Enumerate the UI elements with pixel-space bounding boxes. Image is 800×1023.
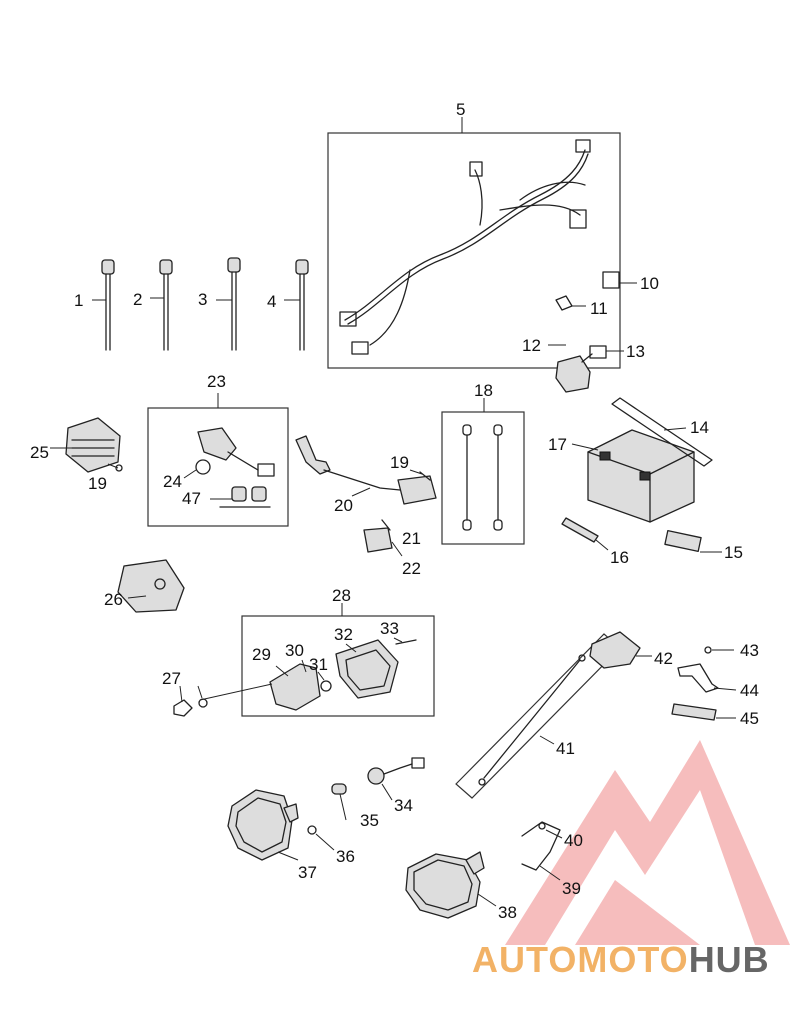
callout-42: 42 (654, 649, 673, 668)
nut-12 (173, 699, 193, 717)
callout-28: 28 (332, 586, 351, 605)
callout-15: 15 (724, 543, 743, 562)
callout-29: 29 (252, 645, 271, 664)
flasher-42 (589, 631, 641, 669)
bulb-31 (320, 680, 332, 692)
callout-39: 39 (562, 879, 581, 898)
callout-40: 40 (564, 831, 583, 850)
cable-41 (483, 659, 581, 779)
callout-24: 24 (163, 472, 182, 491)
screw-33 (395, 639, 417, 645)
sensor-2 (159, 259, 173, 351)
sensor-4 (295, 259, 309, 351)
callout-14: 14 (690, 418, 709, 437)
callout-25: 25 (30, 443, 49, 462)
relay-10 (602, 271, 620, 289)
callout-34: 34 (394, 796, 413, 815)
ignition-coil-20 (295, 435, 437, 505)
callout-17: 17 (548, 435, 567, 454)
watermark-logo-icon (505, 740, 790, 945)
callout-2: 2 (133, 290, 142, 309)
clip-11 (555, 295, 573, 311)
reflector-29 (269, 663, 321, 711)
callout-1: 1 (74, 291, 83, 310)
callout-36: 36 (336, 847, 355, 866)
bolt-43 (704, 646, 712, 654)
bolt-40 (538, 822, 546, 830)
callout-26: 26 (104, 590, 123, 609)
callout-47: 47 (182, 489, 201, 508)
bulb-35 (331, 783, 347, 795)
bracket-44 (677, 663, 719, 693)
headlight-37 (227, 789, 299, 861)
callout-20: 20 (334, 496, 353, 515)
regulator-25 (65, 417, 121, 473)
bracket-39 (521, 821, 561, 871)
pad-45 (671, 703, 717, 721)
callout-37: 37 (298, 863, 317, 882)
callout-32: 32 (334, 625, 353, 644)
callout-41: 41 (556, 739, 575, 758)
watermark-auto: AUTO (472, 939, 577, 980)
callout-13: 13 (626, 342, 645, 361)
callout-21: 21 (402, 529, 421, 548)
key-set-47 (219, 486, 271, 508)
headlight-38 (405, 851, 485, 919)
group-box-28 (241, 615, 435, 717)
bolt-19b (419, 471, 431, 481)
callout-12: 12 (522, 336, 541, 355)
cover-26 (117, 559, 185, 613)
wire-harness (339, 139, 591, 355)
pad-16 (561, 517, 599, 543)
callout-30: 30 (285, 641, 304, 660)
screw-36 (307, 825, 317, 835)
callout-45: 45 (740, 709, 759, 728)
callout-23: 23 (207, 372, 226, 391)
battery-17 (587, 429, 695, 523)
pad-15 (664, 529, 702, 553)
group-box-5 (327, 132, 621, 369)
callout-35: 35 (360, 811, 379, 830)
cdi-22 (363, 527, 393, 553)
callout-22: 22 (402, 559, 421, 578)
watermark-moto: MOTO (577, 939, 688, 980)
callout-33: 33 (380, 619, 399, 638)
callout-19a: 19 (88, 474, 107, 493)
callout-19b: 19 (390, 453, 409, 472)
callout-3: 3 (198, 290, 207, 309)
callout-43: 43 (740, 641, 759, 660)
starter-relay-13 (555, 345, 607, 393)
watermark-text: AUTOMOTOHUB (472, 939, 770, 980)
lens-32 (335, 639, 399, 699)
callout-11: 11 (590, 299, 608, 318)
sensor-3 (227, 257, 241, 351)
watermark-hub: HUB (689, 939, 770, 980)
washer-27 (198, 698, 208, 708)
callout-27: 27 (162, 669, 181, 688)
group-box-23 (147, 407, 289, 527)
callout-18: 18 (474, 381, 493, 400)
callout-44: 44 (740, 681, 759, 700)
socket-34 (367, 757, 425, 785)
callout-31: 31 (309, 655, 328, 674)
callout-38: 38 (498, 903, 517, 922)
strap-14 (611, 397, 713, 467)
callout-16: 16 (610, 548, 629, 567)
callout-5: 5 (456, 100, 465, 119)
o-ring-24 (195, 459, 211, 475)
ignition-switch (197, 427, 275, 477)
sensor-1 (101, 259, 115, 351)
battery-cables-18 (462, 424, 503, 531)
callout-4: 4 (267, 292, 276, 311)
group-box-18 (441, 411, 525, 545)
callout-10: 10 (640, 274, 659, 293)
